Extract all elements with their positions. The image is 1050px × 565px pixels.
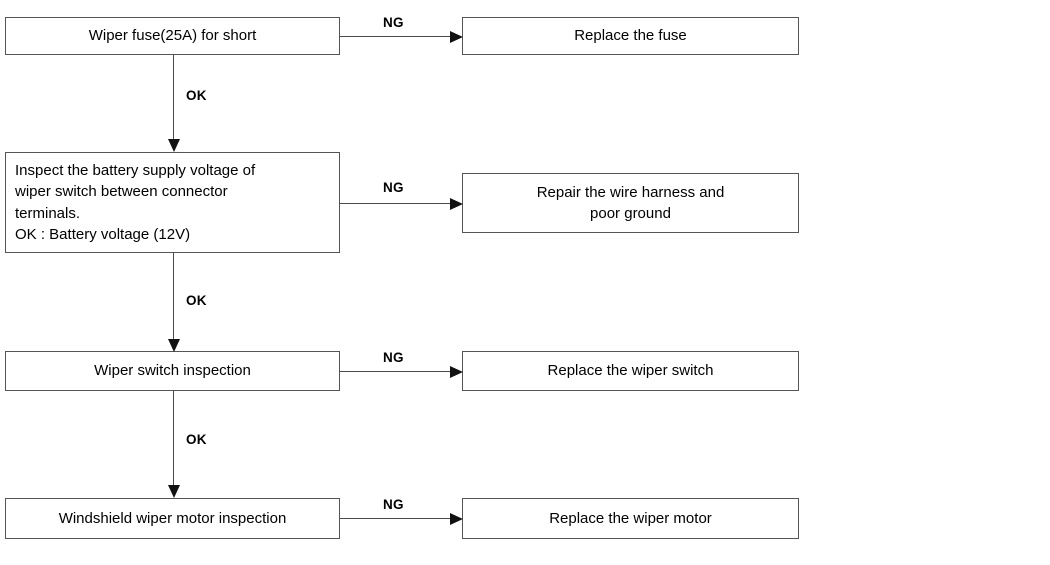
node-label: Wiper fuse(25A) for short <box>88 27 257 45</box>
node-label: Wiper switch inspection <box>94 362 251 380</box>
node-replace-fuse: Replace the fuse <box>462 17 799 55</box>
node-check-battery-voltage: Inspect the battery supply voltage of wi… <box>5 152 340 253</box>
arrow-down-icon <box>168 485 180 498</box>
arrow-down-icon <box>168 339 180 352</box>
node-label: Replace the fuse <box>574 27 687 45</box>
arrow-right-icon <box>450 198 463 210</box>
edge-label-voltage-ok: OK <box>186 293 207 308</box>
arrow-right-icon <box>450 366 463 378</box>
node-replace-wiper-motor: Replace the wiper motor <box>462 498 799 539</box>
node-repair-harness: Repair the wire harness and poor ground <box>462 173 799 233</box>
edge-line-voltage-ng <box>340 203 450 204</box>
arrow-right-icon <box>450 31 463 43</box>
node-label: Repair the wire harness and poor ground <box>536 183 725 222</box>
edge-label-voltage-ng: NG <box>383 180 404 195</box>
arrow-right-icon <box>450 513 463 525</box>
node-check-wiper-motor: Windshield wiper motor inspection <box>5 498 340 539</box>
node-label: Replace the wiper switch <box>547 362 714 380</box>
edge-line-fuse-ng <box>340 36 450 37</box>
edge-line-voltage-ok <box>173 253 174 339</box>
edge-line-motor-ng <box>340 518 450 519</box>
edge-label-motor-ng: NG <box>383 497 404 512</box>
node-check-fuse: Wiper fuse(25A) for short <box>5 17 340 55</box>
edge-label-fuse-ng: NG <box>383 15 404 30</box>
node-check-wiper-switch: Wiper switch inspection <box>5 351 340 391</box>
edge-line-switch-ok <box>173 391 174 485</box>
edge-label-switch-ng: NG <box>383 350 404 365</box>
node-replace-wiper-switch: Replace the wiper switch <box>462 351 799 391</box>
edge-label-switch-ok: OK <box>186 432 207 447</box>
edge-line-fuse-ok <box>173 55 174 139</box>
arrow-down-icon <box>168 139 180 152</box>
node-label: Replace the wiper motor <box>549 509 712 527</box>
edge-line-switch-ng <box>340 371 450 372</box>
node-label: Windshield wiper motor inspection <box>58 509 287 527</box>
node-label: Inspect the battery supply voltage of wi… <box>15 161 256 243</box>
edge-label-fuse-ok: OK <box>186 88 207 103</box>
